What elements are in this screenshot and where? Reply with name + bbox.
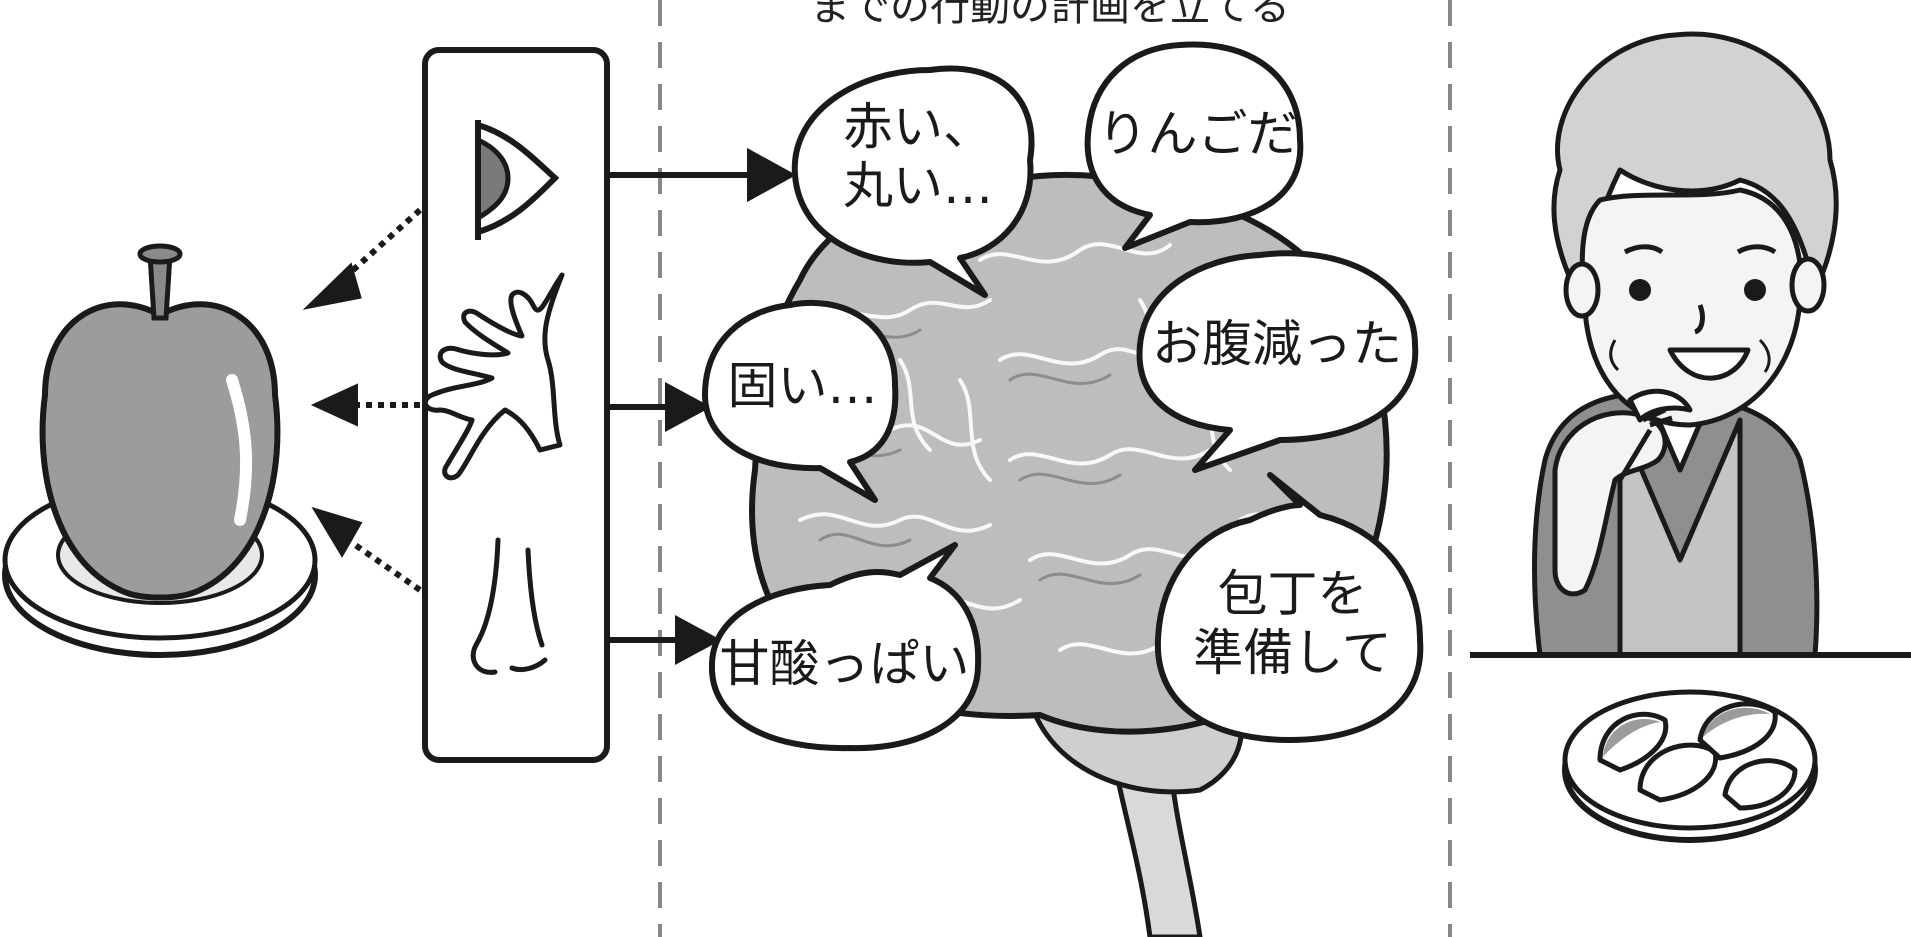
mouth (1667, 347, 1751, 381)
sense-to-apple-arrows (302, 207, 423, 593)
senses-box (422, 47, 610, 763)
dotted-arrow-nose (346, 537, 422, 593)
apple-slice-on-fork (1627, 388, 1693, 423)
bubble-plan (1154, 472, 1424, 743)
bubbles (702, 41, 1424, 752)
eyebrow-left (1623, 244, 1664, 255)
right-eye (1744, 279, 1766, 301)
apple-on-plate (2, 243, 318, 658)
bubble-touch (702, 299, 899, 503)
cheek-wrinkles (1609, 338, 1771, 373)
right-ear (1789, 256, 1827, 314)
bubble-sight (791, 65, 1035, 298)
hand-icon (422, 272, 565, 481)
apple-slice-skins (1603, 707, 1770, 757)
elderly-person-eating (1470, 31, 1911, 843)
eating-hand (1552, 410, 1668, 597)
bubble-hunger (1136, 250, 1419, 473)
nose-icon (470, 537, 548, 675)
left-ear (1563, 261, 1601, 319)
eyebrow-right (1736, 244, 1777, 255)
bubble-smell (708, 542, 982, 752)
left-eye (1629, 279, 1651, 301)
eye-icon (475, 120, 560, 240)
apple-body (39, 301, 281, 601)
top-caption: までの行動の計画を立てる (810, 0, 1290, 30)
apple-highlight (226, 374, 253, 526)
dotted-arrow-eye (339, 207, 423, 283)
bubble-recognition (1084, 41, 1304, 251)
sense-to-brain-arrows (607, 147, 797, 666)
nose (1693, 304, 1705, 335)
face (1579, 187, 1804, 428)
vest-panel (1617, 417, 1743, 658)
